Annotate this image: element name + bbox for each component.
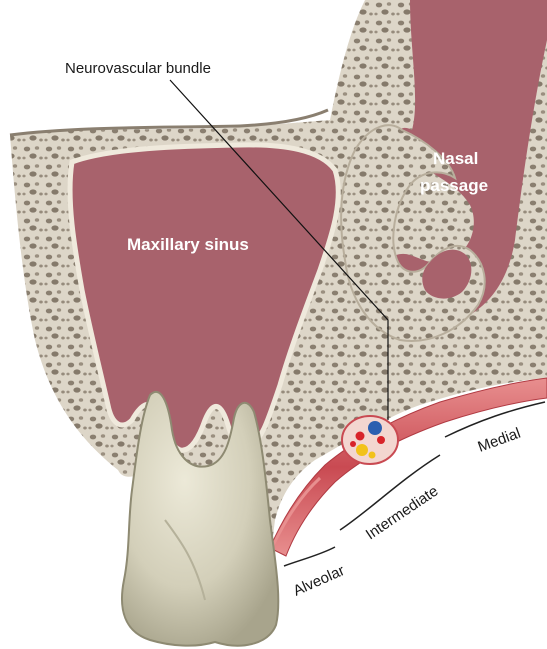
neurovascular-bundle-vessels [342, 416, 398, 464]
label-intermediate: Intermediate [363, 483, 442, 544]
label-passage: passage [420, 176, 488, 195]
label-nasal: Nasal [433, 149, 478, 168]
label-neurovascular-bundle: Neurovascular bundle [65, 60, 211, 77]
label-alveolar: Alveolar [291, 562, 347, 600]
label-maxillary-sinus: Maxillary sinus [127, 235, 249, 254]
alveolar-brace [284, 547, 335, 566]
label-medial: Medial [476, 425, 523, 456]
